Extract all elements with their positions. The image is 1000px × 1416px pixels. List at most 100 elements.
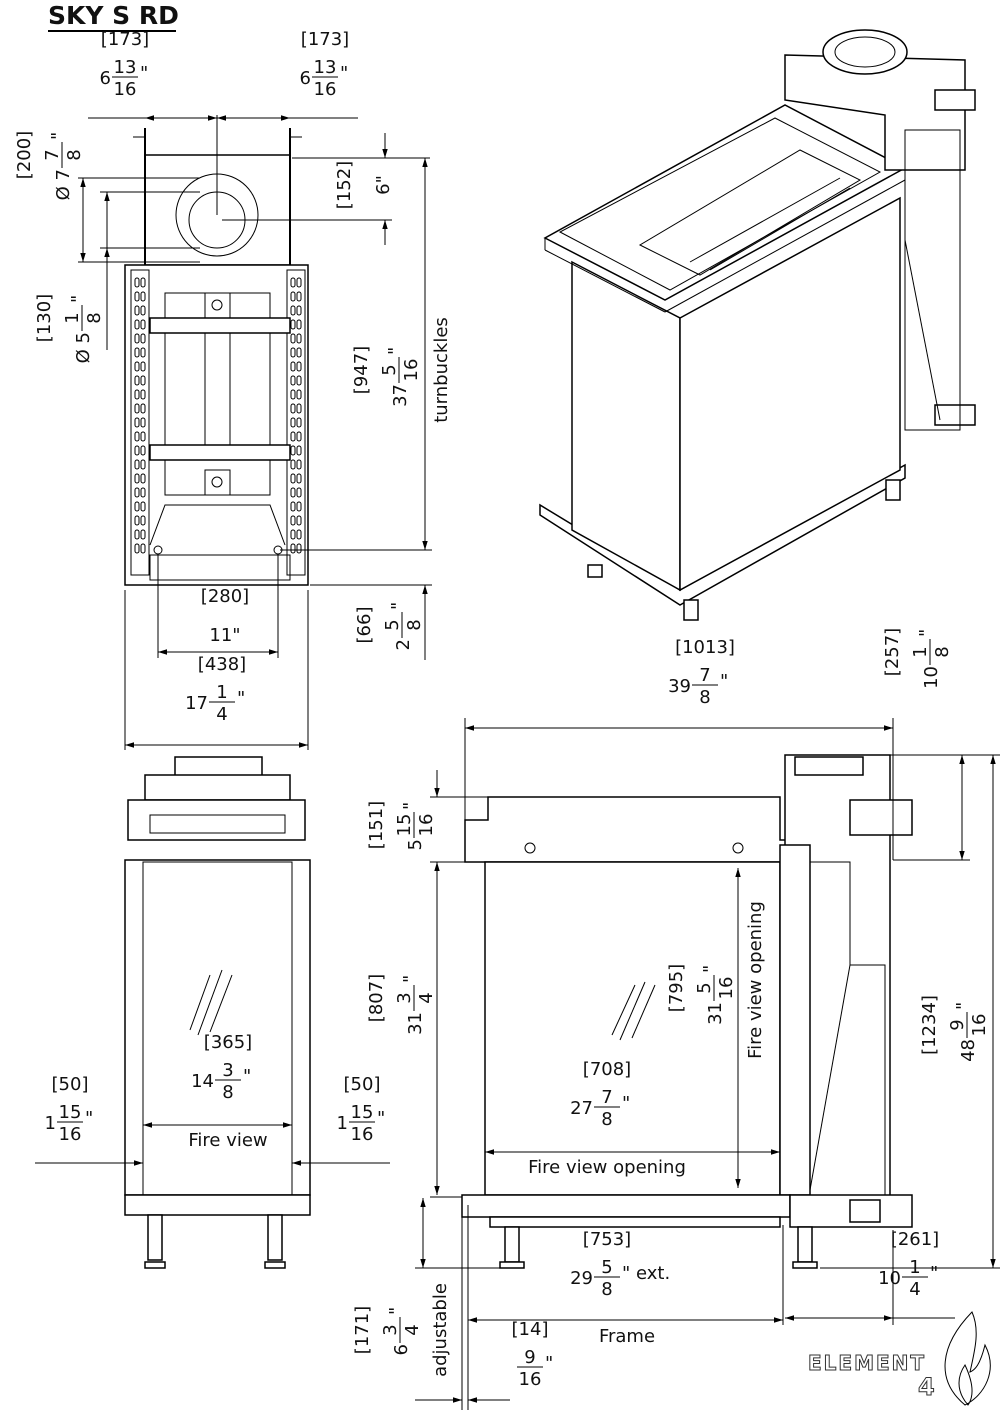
dimension-mm: [261] — [891, 1229, 939, 1250]
dimension-numerator: 7 — [699, 665, 710, 686]
dimension-suffix: " — [400, 802, 421, 810]
dimension-whole: 29 — [570, 1268, 593, 1289]
dimension-suffix: " — [386, 1307, 407, 1315]
dimension-denominator: 4 — [416, 992, 437, 1003]
dimension-suffix: " — [953, 1002, 974, 1010]
dimension-suffix: " — [930, 1263, 938, 1284]
dimension-mm: [708] — [583, 1059, 631, 1080]
dimension-numerator: 3 — [222, 1060, 233, 1081]
top-view — [78, 115, 432, 750]
dimension-denominator: 4 — [402, 1324, 423, 1335]
dimension-suffix: " — [237, 688, 245, 709]
dimension-mm: [152] — [334, 161, 355, 209]
adjustable-label: adjustable — [430, 1283, 451, 1377]
dimension-denominator: 16 — [416, 814, 437, 837]
dimension-denominator: 8 — [64, 149, 85, 160]
dimension-denominator: 16 — [969, 1014, 990, 1037]
logo-number: 4 — [918, 1373, 937, 1401]
dimension-mm: [365] — [204, 1032, 252, 1053]
dimension-denominator: 8 — [404, 619, 425, 630]
dimension-d152: [152] 6" — [334, 161, 394, 209]
dimension-d261: [261] 10 14 " — [878, 1229, 939, 1300]
dimension-whole: 6 — [391, 1344, 412, 1355]
dimension-whole: Ø 7 — [53, 169, 74, 200]
dimension-numerator: 7 — [601, 1087, 612, 1108]
turnbuckles-label: turnbuckles — [431, 317, 452, 423]
dimension-denominator: 8 — [601, 1109, 612, 1130]
dimension-suffix: " — [48, 132, 69, 140]
dimension-denominator: 16 — [519, 1369, 542, 1390]
dimension-suffix: " — [720, 671, 728, 692]
dimension-mm: [14] — [512, 1319, 549, 1340]
dimension-denominator: 16 — [401, 359, 422, 382]
dimension-mm: [151] — [366, 801, 387, 849]
dimension-denominator: 8 — [699, 687, 710, 708]
dimension-numerator: 5 — [601, 1257, 612, 1278]
dimension-mm: [173] — [101, 29, 149, 50]
dimension-mm: [1234] — [919, 995, 940, 1055]
fire-view-opening-height-label: Fire view opening — [745, 901, 766, 1059]
dimension-suffix: " — [377, 1108, 385, 1129]
dimension-denominator: 8 — [222, 1082, 233, 1103]
dimension-mm: [795] — [666, 964, 687, 1012]
dimension-mm: [50] — [52, 1074, 89, 1095]
dimension-numerator: 13 — [314, 57, 337, 78]
dimension-denominator: 16 — [716, 977, 737, 1000]
dimension-numerator: 1 — [909, 1257, 920, 1278]
dimension-whole: 39 — [668, 676, 691, 697]
dimension-whole: 10 — [878, 1268, 901, 1289]
dimension-numerator: 3 — [394, 992, 415, 1003]
dimension-numerator: 5 — [382, 619, 403, 630]
dimension-mm: [807] — [366, 974, 387, 1022]
dimension-d1013: [1013] 39 78 " — [668, 637, 735, 708]
dimension-mm: [66] — [354, 607, 375, 644]
dimension-denominator: 16 — [351, 1124, 374, 1145]
dimension-denominator: 16 — [314, 79, 337, 100]
dimension-d280: [280]11" — [201, 586, 249, 646]
dimension-numerator: 15 — [59, 1102, 82, 1123]
dimension-numerator: 1 — [216, 682, 227, 703]
dimension-numerator: 5 — [379, 364, 400, 375]
dimension-numerator: 5 — [694, 982, 715, 993]
dimension-whole: 37 — [390, 384, 411, 407]
dimension-numerator: 13 — [114, 57, 137, 78]
element4-logo: ELEMENT 4 — [808, 1311, 991, 1406]
front-view-right — [415, 718, 1000, 1410]
dimension-suffix: " — [622, 1093, 630, 1114]
frame-label: Frame — [599, 1326, 655, 1347]
dimension-mm: [257] — [882, 628, 903, 676]
dimension-denominator: 8 — [932, 646, 953, 657]
dimension-suffix: " — [388, 602, 409, 610]
dimension-mm: [171] — [352, 1306, 373, 1354]
dimension-whole: 6 — [100, 68, 111, 89]
flame-icon — [944, 1311, 991, 1406]
dimension-numerator: 3 — [380, 1324, 401, 1335]
dimension-whole: 14 — [191, 1071, 214, 1092]
dimension-mm: [438] — [198, 654, 246, 675]
dimension-suffix: " — [545, 1353, 553, 1374]
fire-view-opening-width-label: Fire view opening — [528, 1157, 686, 1178]
dimension-whole: 1 — [337, 1113, 348, 1134]
dimension-denominator: 4 — [909, 1279, 920, 1300]
dimension-mm: [1013] — [675, 637, 735, 658]
dimension-whole: 6" — [373, 175, 394, 195]
dimension-whole: 17 — [185, 693, 208, 714]
dimension-numerator: 1 — [62, 312, 83, 323]
dimension-whole: Ø 5 — [73, 332, 94, 363]
dimension-whole: 6 — [300, 68, 311, 89]
dimension-numerator: 9 — [524, 1347, 535, 1368]
